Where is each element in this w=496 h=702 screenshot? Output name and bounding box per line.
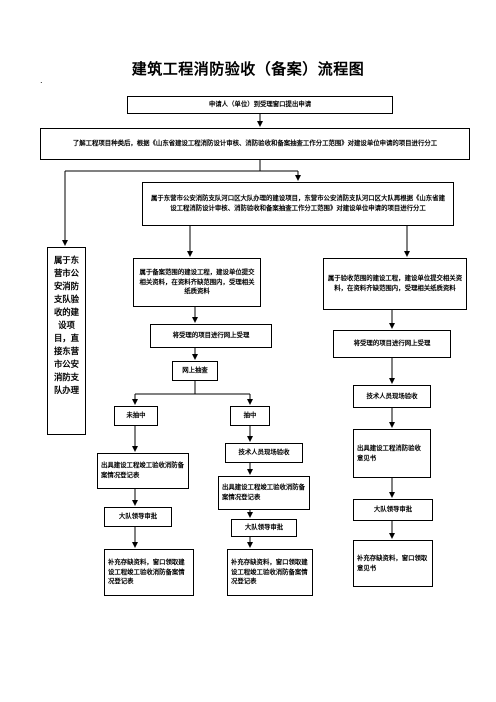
node-supp-drawn-text: 补充存缺资料，窗口领取建设工程竣工验收消防备案情况登记表 — [231, 557, 308, 586]
node-cert-drawn-text: 出具建设工程竣工验收消防备案情况登记表 — [222, 483, 306, 501]
node-approve-not-drawn-text: 大队领导审批 — [118, 512, 158, 521]
stray-mark: . — [40, 76, 43, 85]
node-record-scope: 属于备案范围的建设工程，建设单位提交相关资料，在资料齐缺范围内，受理相关纸质资料 — [133, 258, 261, 307]
node-cert-drawn: 出具建设工程竣工验收消防备案情况登记表 — [218, 476, 310, 510]
node-opinion-text: 出具建设工程消防验收意见书 — [357, 443, 421, 462]
page-title: 建筑工程消防验收（备案）流程图 — [131, 60, 365, 78]
node-tech-inspect-right-text: 技术人员现场验收 — [366, 391, 418, 400]
node-online-lottery-text: 网上抽查 — [182, 366, 208, 375]
node-supp-right: 补充存缺资料，窗口领取意见书 — [353, 540, 433, 587]
node-online-submit-right: 将受理的项目进行网上受理 — [333, 330, 451, 358]
node-record-scope-text: 属于备案范围的建设工程，建设单位提交相关资料，在资料齐缺范围内，受理相关纸质资料 — [139, 267, 255, 296]
node-hekou-text: 属于东营市公安消防支队河口区大队办理的建设项目，东营市公安消防支队河口区大队再根… — [151, 194, 445, 212]
node-assign: 了解工程项目种类后，根据《山东省建设工程消防设计审核、消防验收和备案抽查工作分工… — [40, 128, 470, 160]
node-supp-not-drawn-text: 补充存缺资料，窗口领取建设工程竣工验收消防备案情况登记表 — [108, 557, 185, 586]
node-online-lottery: 网上抽查 — [172, 361, 218, 381]
node-accept-scope-text: 属于验收范围的建设工程，建设单位提交相关资料，在资料齐缺范围内，受理相关纸质资料 — [327, 274, 463, 292]
node-tech-inspect-drawn-text: 技术人员现场验收 — [238, 448, 290, 457]
node-supp-not-drawn: 补充存缺资料，窗口领取建设工程竣工验收消防备案情况登记表 — [104, 549, 194, 596]
node-hekou: 属于东营市公安消防支队河口区大队办理的建设项目，东营市公安消防支队河口区大队再根… — [142, 182, 454, 226]
node-approve-drawn-text: 大队领导审批 — [244, 523, 284, 532]
node-city: 属于东营市公安消防支队验收的建设项目，直接东营市公安消防支队办理 — [47, 247, 86, 435]
node-online-submit-right-text: 将受理的项目进行网上受理 — [353, 339, 431, 348]
node-drawn: 抽中 — [230, 406, 270, 426]
node-approve-right: 大队领导审批 — [353, 499, 433, 521]
node-not-drawn: 未抽中 — [114, 406, 158, 426]
node-tech-inspect-right: 技术人员现场验收 — [353, 385, 431, 408]
node-city-text: 属于东营市公安消防支队验收的建设项目，直接东营市公安消防支队办理 — [53, 255, 80, 396]
node-online-submit: 将受理的项目进行网上受理 — [150, 324, 272, 348]
node-accept-scope: 属于验收范围的建设工程，建设单位提交相关资料，在资料齐缺范围内，受理相关纸质资料 — [323, 258, 467, 310]
node-approve-right-text: 大队领导审批 — [373, 505, 413, 514]
node-supp-drawn: 补充存缺资料，窗口领取建设工程竣工验收消防备案情况登记表 — [227, 549, 313, 596]
node-not-drawn-text: 未抽中 — [126, 411, 146, 420]
node-drawn-text: 抽中 — [243, 411, 257, 420]
node-approve-not-drawn: 大队领导审批 — [104, 507, 172, 527]
node-apply: 申请人（单位）到受理窗口提出申请 — [127, 96, 393, 114]
node-online-submit-text: 将受理的项目进行网上受理 — [172, 331, 250, 340]
node-assign-text: 了解工程项目种类后，根据《山东省建设工程消防设计审核、消防验收和备案抽查工作分工… — [72, 139, 438, 148]
node-cert-not-drawn: 出具建设工程竣工验收消防备案情况登记表 — [97, 453, 189, 489]
node-supp-right-text: 补充存缺资料，窗口领取意见书 — [357, 553, 428, 572]
node-apply-text: 申请人（单位）到受理窗口提出申请 — [208, 100, 312, 109]
node-approve-drawn: 大队领导审批 — [231, 519, 297, 537]
node-tech-inspect-drawn: 技术人员现场验收 — [225, 443, 303, 463]
node-opinion: 出具建设工程消防验收意见书 — [353, 429, 431, 478]
node-cert-not-drawn-text: 出具建设工程竣工验收消防备案情况登记表 — [101, 461, 185, 479]
